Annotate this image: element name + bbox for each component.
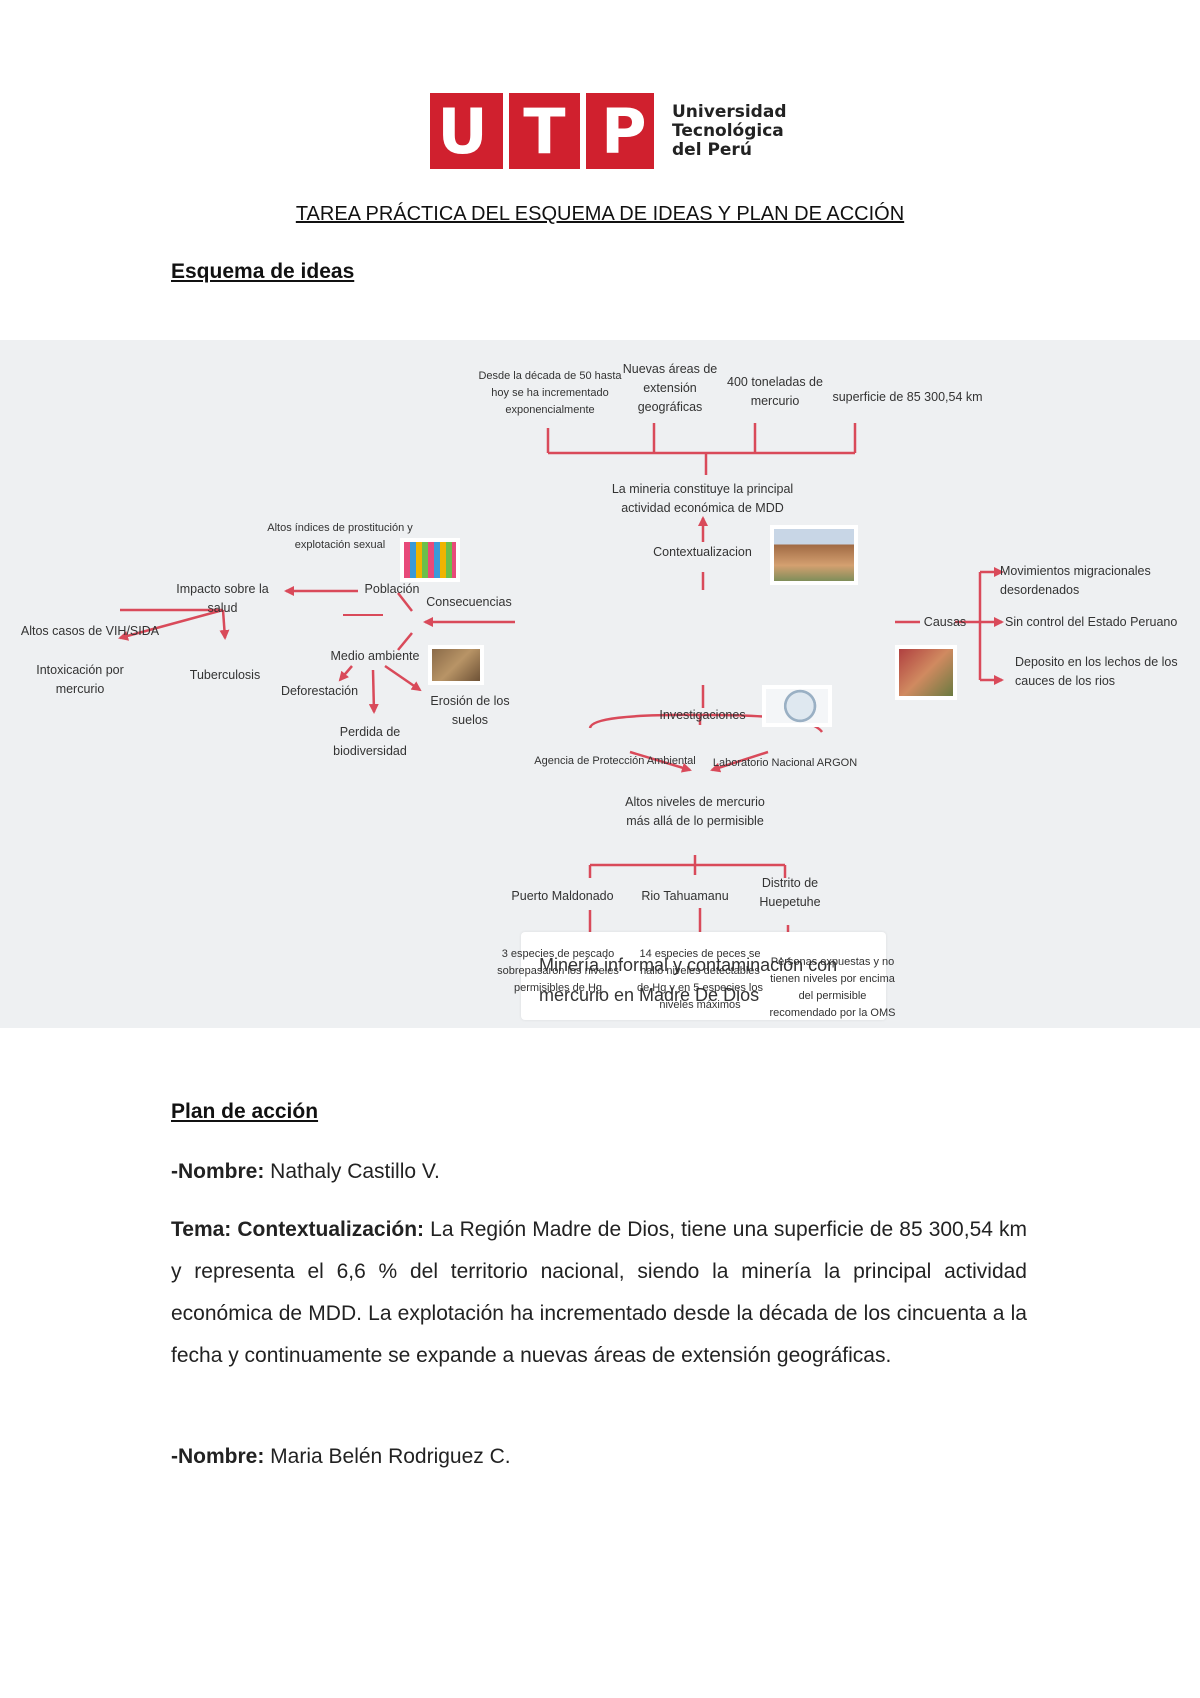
utp-logo: U T P Universidad Tecnológica del Perú: [430, 93, 786, 169]
medio-ambiente-node: Medio ambiente: [330, 649, 420, 663]
intoxicacion-node: Intoxicación por mercurio: [36, 663, 124, 696]
logo-letter-u: U: [437, 94, 488, 168]
mind-map-connectors: [118, 423, 1004, 952]
logo-letter-t: T: [523, 94, 566, 168]
research-label: Investigaciones: [659, 708, 746, 722]
mind-map: Desde la década de 50 hasta hoy se ha in…: [0, 340, 1200, 1028]
utp-logo-mark: U T P: [430, 93, 654, 169]
logo-letter-p: P: [601, 94, 647, 168]
central-topic-node: Minería informal y contaminación con mer…: [521, 932, 886, 1020]
place-rio-tahuamanu: Rio Tahuamanu: [641, 889, 729, 903]
consequences-label: Consecuencias: [426, 595, 512, 609]
context-label: Contextualizacion: [653, 545, 752, 559]
town-photo-thumbnail: [770, 525, 858, 585]
perdida-node: Perdida de biodiversidad: [333, 725, 407, 758]
cause-movimientos: Movimientos migracionales desordenados: [1000, 564, 1151, 597]
context-main-node: La mineria constituye la principal activ…: [611, 482, 794, 515]
context-item-superficie: superficie de 85 300,54 km: [832, 390, 983, 404]
erosion-node: Erosión de los suelos: [430, 694, 510, 727]
entry-tema-contextualizacion: Tema: Contextualización: La Región Madre…: [171, 1218, 1027, 1367]
document-title: TAREA PRÁCTICA DEL ESQUEMA DE IDEAS Y PL…: [295, 203, 905, 225]
entry-nombre-1: -Nombre: Nathaly Castillo V.: [171, 1160, 440, 1183]
context-item-toneladas: 400 toneladas de mercurio: [727, 375, 823, 408]
vih-node: Altos casos de VIH/SIDA: [20, 624, 160, 638]
entry-nombre-2: -Nombre: Maria Belén Rodriguez C.: [171, 1445, 511, 1468]
place-huepetuhe: Distrito de Huepetuhe: [759, 876, 821, 909]
people-icon-thumbnail: [400, 538, 460, 582]
section-heading-esquema: Esquema de ideas: [171, 260, 355, 283]
laboratorio-node: Laboratorio Nacional ARGON: [712, 757, 858, 769]
workers-photo-thumbnail: [895, 645, 957, 700]
magnifier-thumbnail: [762, 685, 832, 727]
agencia-node: Agencia de Protección Ambiental: [534, 755, 696, 767]
impacto-salud-node: Impacto sobre la salud: [176, 582, 269, 615]
poblacion-node: Población: [364, 582, 420, 596]
section-heading-plan: Plan de acción: [171, 1100, 319, 1123]
cause-deposito: Deposito en los lechos de los cauces de …: [1015, 655, 1178, 688]
soil-photo-thumbnail: [428, 645, 484, 685]
logo-wordmark: Universidad Tecnológica del Perú: [672, 101, 787, 160]
altos-niveles-node: Altos niveles de mercurio más allá de lo…: [625, 795, 765, 828]
tuberculosis-node: Tuberculosis: [189, 668, 261, 682]
detail-huepetuhe: Personas expuestas y no tienen niveles p…: [769, 956, 896, 1019]
detail-puerto-maldonado: 3 especies de pescado sobrepasaron los n…: [497, 948, 619, 994]
context-item-decada: Desde la década de 50 hasta hoy se ha in…: [478, 370, 622, 416]
causes-label: Causas: [923, 615, 967, 629]
cause-sin-control: Sin control del Estado Peruano: [1005, 615, 1178, 629]
place-puerto-maldonado: Puerto Maldonado: [511, 889, 614, 903]
prostitucion-node: Altos índices de prostitución y explotac…: [267, 522, 413, 551]
context-item-nuevas-areas: Nuevas áreas de extensión geográficas: [622, 362, 718, 414]
deforestacion-node: Deforestación: [280, 684, 359, 698]
detail-rio-tahuamanu: 14 especies de peces se halló niveles de…: [637, 948, 763, 1011]
